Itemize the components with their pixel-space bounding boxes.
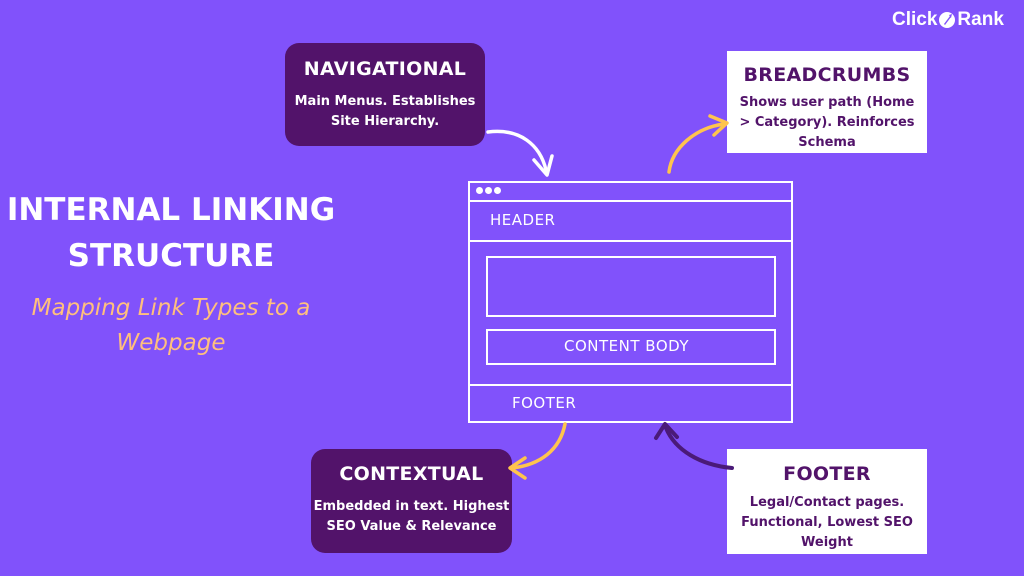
footer-line-2: Functional, Lowest SEO — [741, 515, 913, 530]
browser-title-bar — [470, 183, 791, 202]
main-title: INTERNAL LINKING STRUCTURE — [0, 187, 342, 279]
navigational-description: Main Menus. Establishes Site Hierarchy. — [285, 92, 485, 132]
window-dot-icon — [485, 187, 492, 194]
footer-box: FOOTER Legal/Contact pages. Functional, … — [727, 449, 927, 554]
contextual-line-2: SEO Value & Relevance — [326, 519, 497, 534]
breadcrumbs-arrow — [667, 114, 729, 174]
contextual-arrow — [508, 422, 567, 480]
wireframe-content-label: CONTENT BODY — [564, 337, 690, 355]
breadcrumbs-line-1: Shows user path (Home — [739, 95, 915, 110]
footer-line-1: Legal/Contact pages. — [749, 495, 905, 510]
brand-logo: Click Rank — [892, 9, 1004, 31]
navigational-heading: NAVIGATIONAL — [303, 58, 467, 80]
breadcrumbs-description: Shows user path (Home > Category). Reinf… — [727, 93, 927, 153]
footer-arrow — [654, 422, 734, 470]
subtitle: Mapping Link Types to a Webpage — [0, 291, 342, 361]
navigational-arrow — [486, 129, 554, 177]
content-block — [486, 256, 776, 317]
contextual-heading: CONTEXTUAL — [339, 463, 484, 485]
footer-heading: FOOTER — [783, 463, 871, 485]
breadcrumbs-line-3: Schema — [798, 135, 856, 150]
breadcrumbs-box: BREADCRUMBS Shows user path (Home > Cate… — [727, 51, 927, 153]
contextual-line-1: Embedded in text. Highest — [313, 499, 510, 514]
footer-line-3: Weight — [801, 535, 853, 550]
subtitle-line-1: Mapping Link Types to a — [31, 295, 311, 321]
navigational-box: NAVIGATIONAL Main Menus. Establishes Sit… — [285, 43, 485, 146]
webpage-wireframe: HEADER CONTENT BODY FOOTER — [468, 181, 793, 423]
window-dot-icon — [494, 187, 501, 194]
rocket-icon — [939, 12, 956, 28]
header-divider — [470, 240, 791, 242]
contextual-description: Embedded in text. Highest SEO Value & Re… — [311, 497, 512, 537]
footer-divider — [470, 384, 791, 386]
navigational-line-1: Main Menus. Establishes — [294, 94, 476, 109]
wireframe-header-label: HEADER — [490, 211, 556, 229]
breadcrumbs-line-2: > Category). Reinforces — [739, 115, 915, 130]
brand-name-left: Click — [892, 9, 938, 30]
subtitle-line-2: Webpage — [116, 330, 226, 356]
breadcrumbs-heading: BREADCRUMBS — [743, 64, 911, 86]
contextual-box: CONTEXTUAL Embedded in text. Highest SEO… — [311, 449, 512, 553]
wireframe-footer-label: FOOTER — [512, 394, 577, 412]
content-body-block — [486, 329, 776, 365]
navigational-line-2: Site Hierarchy. — [330, 114, 440, 129]
window-dot-icon — [476, 187, 483, 194]
main-title-line-2: STRUCTURE — [67, 238, 275, 274]
footer-description: Legal/Contact pages. Functional, Lowest … — [727, 493, 927, 553]
brand-name-right: Rank — [957, 9, 1004, 30]
main-title-line-1: INTERNAL LINKING — [6, 192, 336, 228]
